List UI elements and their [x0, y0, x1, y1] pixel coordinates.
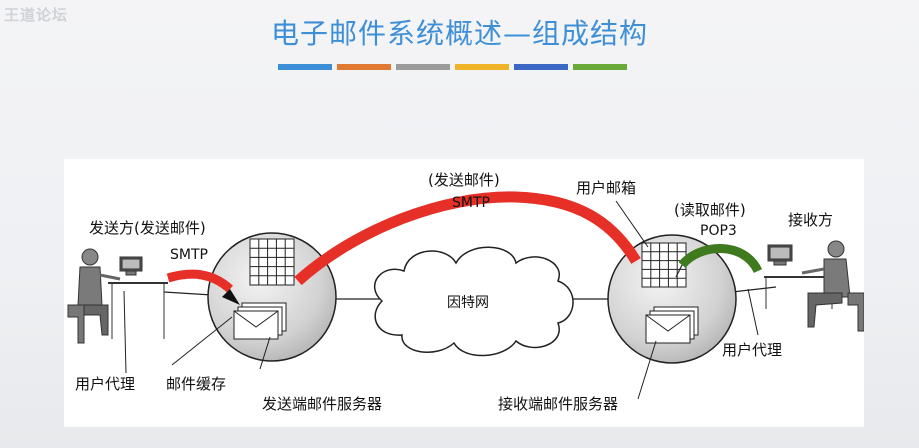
link-server-receiver	[731, 286, 777, 293]
smtp-left-arrow	[222, 289, 240, 305]
mail-cache-label: 邮件缓存	[166, 375, 226, 393]
accent-bar-4	[455, 64, 509, 70]
accent-bar-3	[396, 64, 450, 70]
accent-color-bar	[278, 64, 627, 70]
pop3-label: POP3	[700, 223, 737, 239]
accent-bar-5	[514, 64, 568, 70]
diagram-svg: 因特网	[67, 171, 865, 413]
smtp-left-label: SMTP	[170, 247, 208, 263]
internet-cloud	[374, 246, 574, 357]
internet-label: 因特网	[447, 295, 489, 311]
accent-bar-1	[278, 64, 332, 70]
receive-server-sphere	[607, 234, 737, 364]
send-server-label: 发送端邮件服务器	[262, 395, 382, 413]
receiver-person-icon	[764, 240, 865, 332]
receive-server-mail	[645, 306, 699, 344]
sender-person-icon	[67, 248, 168, 344]
send-server-mail-cache	[233, 302, 287, 340]
link-sender-server	[163, 291, 213, 296]
accent-bar-6	[573, 64, 627, 70]
page-title: 电子邮件系统概述—组成结构	[270, 17, 648, 50]
smtp-path-main	[294, 191, 641, 286]
send-middle-label: (发送邮件)	[428, 171, 500, 189]
pointer-mailbox	[615, 200, 649, 248]
receive-server-label: 接收端邮件服务器	[498, 395, 618, 413]
smtp-mid-label: SMTP	[452, 195, 490, 211]
accent-bar-2	[337, 64, 391, 70]
user-agent-right-label: 用户代理	[722, 341, 782, 359]
sender-label: 发送方(发送邮件)	[89, 219, 206, 237]
pop3-arrow-tail	[675, 264, 683, 278]
pointer-receive-server	[637, 340, 657, 400]
pointer-user-agent-left	[123, 290, 127, 374]
pointer-lines	[123, 200, 759, 400]
pointer-send-server	[259, 336, 271, 370]
logo-watermark: 王道论坛	[4, 6, 69, 24]
send-server-grid	[249, 238, 295, 286]
receiver-label: 接收方	[788, 211, 833, 229]
smtp-path-left	[166, 269, 233, 293]
mailbox-label: 用户邮箱	[576, 179, 636, 197]
read-mail-label: (读取邮件)	[674, 201, 746, 219]
user-agent-left-label: 用户代理	[75, 375, 135, 393]
pointer-user-agent-right	[747, 288, 759, 336]
pointer-mail-cache	[171, 316, 233, 366]
receive-server-grid	[641, 242, 687, 288]
pop3-path	[678, 244, 763, 274]
email-structure-diagram: 因特网	[64, 159, 865, 427]
